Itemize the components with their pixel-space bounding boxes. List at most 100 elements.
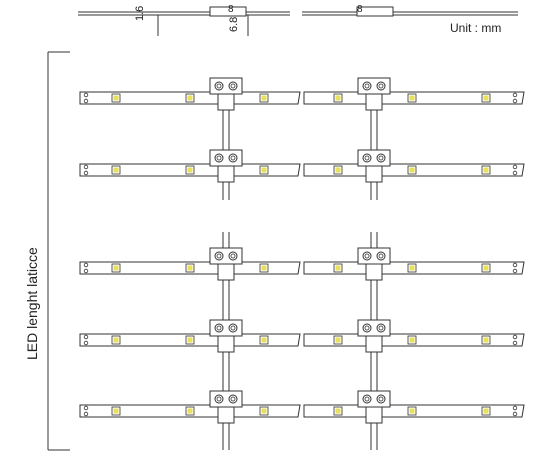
connector-screw — [376, 394, 386, 404]
connector-screw — [228, 153, 238, 163]
connector-clamp — [365, 93, 383, 111]
connector-screw — [362, 323, 372, 333]
led-emitter — [409, 95, 415, 101]
connector-screw-inner — [364, 325, 370, 331]
lattice-length-label: LED lenght laticce — [24, 247, 40, 360]
connector-screw-inner — [230, 396, 236, 402]
connector-screw — [362, 394, 372, 404]
mount-hole — [83, 268, 89, 274]
led-emitter — [483, 408, 489, 414]
led-emitter — [335, 167, 341, 173]
connector-screw — [228, 323, 238, 333]
connector-screw — [362, 81, 372, 91]
led-emitter — [261, 167, 267, 173]
mount-hole — [512, 170, 518, 176]
top-profile-view — [78, 6, 518, 36]
connector-clamp — [217, 335, 235, 353]
length-dimension-bracket — [47, 51, 70, 451]
connector-clamp — [217, 165, 235, 183]
connector-screw — [376, 153, 386, 163]
mount-hole — [83, 164, 89, 170]
connector-screw-inner — [378, 253, 384, 259]
mount-hole — [83, 334, 89, 340]
mount-hole — [83, 405, 89, 411]
connector-screw-inner — [364, 83, 370, 89]
connector-screw-inner — [216, 83, 222, 89]
mount-hole — [512, 98, 518, 104]
led-emitter — [113, 408, 119, 414]
led-emitter — [261, 95, 267, 101]
led-emitter — [187, 337, 193, 343]
mount-hole — [512, 340, 518, 346]
profile-connector-left — [209, 6, 247, 17]
connector-screw-inner — [216, 325, 222, 331]
connector-screw-inner — [230, 83, 236, 89]
connector-screw — [228, 81, 238, 91]
connector-screw-inner — [216, 396, 222, 402]
led-emitter — [483, 337, 489, 343]
connector-screw — [376, 251, 386, 261]
connector-screw — [376, 323, 386, 333]
profile-connector-right — [356, 6, 394, 17]
connector-clamp — [365, 263, 383, 281]
led-emitter — [409, 265, 415, 271]
connector-clamp — [365, 335, 383, 353]
led-emitter — [187, 265, 193, 271]
led-emitter — [187, 408, 193, 414]
led-emitter — [113, 265, 119, 271]
led-emitter — [409, 167, 415, 173]
led-emitter — [409, 337, 415, 343]
connector-dimension-left: 8 — [228, 4, 234, 15]
connector-screw — [362, 153, 372, 163]
connector-screw-inner — [364, 396, 370, 402]
connector-screw-inner — [216, 155, 222, 161]
mount-hole — [512, 164, 518, 170]
connector-clamp — [365, 406, 383, 424]
led-emitter — [261, 408, 267, 414]
led-emitter — [409, 408, 415, 414]
connector-screw-inner — [378, 155, 384, 161]
mount-hole — [83, 170, 89, 176]
led-emitter — [261, 265, 267, 271]
unit-label: Unit : mm — [450, 21, 502, 35]
led-emitter — [335, 95, 341, 101]
connector-screw — [214, 323, 224, 333]
connector-clamp — [217, 406, 235, 424]
led-emitter — [335, 337, 341, 343]
connector-screw-inner — [230, 253, 236, 259]
connector-screw-inner — [230, 155, 236, 161]
led-emitter — [261, 337, 267, 343]
mount-hole — [512, 92, 518, 98]
connector-screw — [214, 81, 224, 91]
mount-hole — [512, 262, 518, 268]
led-emitter — [187, 95, 193, 101]
connector-screw — [214, 394, 224, 404]
mount-hole — [83, 340, 89, 346]
connector-screw — [214, 251, 224, 261]
led-emitter — [187, 167, 193, 173]
mount-hole — [512, 268, 518, 274]
led-emitter — [113, 337, 119, 343]
connector-screw-inner — [230, 325, 236, 331]
connector-screw — [214, 153, 224, 163]
mount-hole — [83, 262, 89, 268]
led-lattice — [79, 77, 525, 450]
connector-clamp — [217, 263, 235, 281]
connector-screw-inner — [378, 325, 384, 331]
led-emitter — [483, 95, 489, 101]
connector-screw-inner — [364, 253, 370, 259]
led-emitter — [113, 167, 119, 173]
connector-screw-inner — [216, 253, 222, 259]
led-emitter — [335, 408, 341, 414]
led-emitter — [335, 265, 341, 271]
connector-screw — [228, 251, 238, 261]
mount-hole — [512, 334, 518, 340]
connector-screw — [362, 251, 372, 261]
mount-hole — [83, 98, 89, 104]
mount-hole — [83, 92, 89, 98]
connector-screw-inner — [378, 396, 384, 402]
led-emitter — [113, 95, 119, 101]
connector-screw-inner — [364, 155, 370, 161]
